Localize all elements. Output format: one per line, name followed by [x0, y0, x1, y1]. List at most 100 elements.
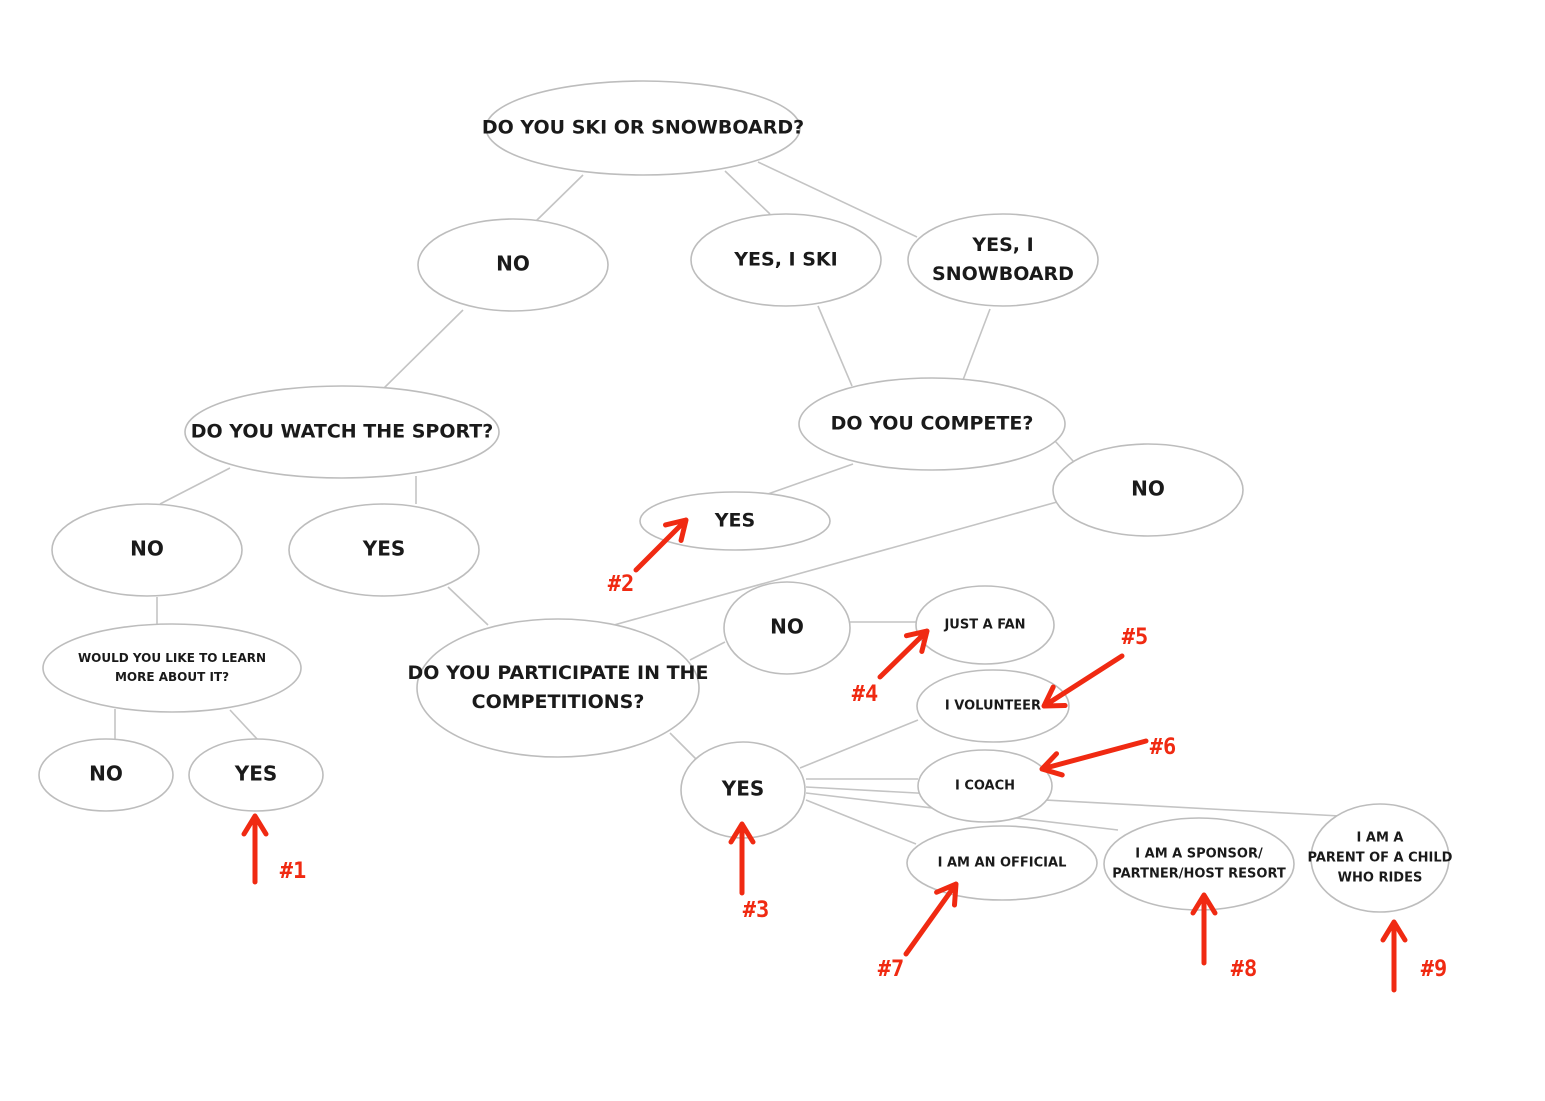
- connector-line-18: [669, 732, 698, 761]
- node-watch: DO YOU WATCH THE SPORT?: [184, 385, 500, 479]
- connector-line-10: [1054, 440, 1074, 462]
- marker-6-arrow: [1039, 738, 1149, 778]
- node-part-no-label-1: NO: [770, 615, 804, 639]
- node-coach-label-1: I COACH: [955, 779, 1015, 794]
- node-yes-ski-ellipse: [690, 213, 882, 307]
- node-root-ellipse: [485, 80, 801, 176]
- node-parent-label-2: PARENT OF A CHILD: [1308, 851, 1453, 866]
- marker-8-arrow: [1190, 892, 1218, 966]
- connector-line-15: [613, 501, 1058, 626]
- marker-8-label: #8: [1231, 957, 1258, 982]
- marker-1-arrow: [241, 813, 269, 885]
- marker-9-label: #9: [1421, 957, 1448, 982]
- node-yes-ski-label-1: YES, I SKI: [733, 249, 837, 271]
- node-compete-ellipse: [798, 377, 1066, 471]
- node-watch-no-label-1: NO: [130, 537, 164, 561]
- node-learn-no-label-1: NO: [89, 762, 123, 786]
- node-sponsor-ellipse: [1103, 817, 1295, 911]
- connector-line-6: [962, 308, 991, 381]
- node-part-yes-label-1: YES: [721, 777, 765, 801]
- node-official-label-1: I AM AN OFFICIAL: [938, 856, 1067, 871]
- marker-2-label: #2: [608, 572, 635, 597]
- node-compete-yes-ellipse: [639, 491, 831, 551]
- node-no1: NO: [417, 218, 609, 312]
- node-watch-yes-ellipse: [288, 503, 480, 597]
- node-participate-label-2: COMPETITIONS?: [472, 691, 645, 713]
- connector-line-19: [799, 719, 919, 769]
- connector-line-2: [724, 170, 771, 215]
- node-root-label-1: DO YOU SKI OR SNOWBOARD?: [482, 117, 804, 139]
- connector-line-1: [535, 174, 584, 222]
- marker-5-label: #5: [1122, 625, 1149, 650]
- node-coach: I COACH: [917, 749, 1053, 823]
- node-watch-yes: YES: [288, 503, 480, 597]
- connector-line-7: [159, 467, 231, 505]
- node-learn-yes: YES: [188, 738, 324, 812]
- decision-nodes: DO YOU SKI OR SNOWBOARD? NO YES, I SKI YES,…: [38, 80, 1453, 913]
- node-compete-yes: YES: [639, 491, 831, 551]
- node-learn-yes-ellipse: [188, 738, 324, 812]
- node-compete-no-label-1: NO: [1131, 477, 1165, 501]
- node-parent-ellipse: [1310, 803, 1450, 913]
- node-learn-yes-label-1: YES: [234, 762, 278, 786]
- connector-line-5: [817, 305, 853, 387]
- marker-3-arrow: [728, 821, 756, 896]
- node-learn-no-ellipse: [38, 738, 174, 812]
- node-parent-label-3: WHO RIDES: [1338, 871, 1423, 886]
- node-compete-no-ellipse: [1052, 443, 1244, 537]
- marker-7-label: #7: [878, 957, 905, 982]
- marker-4-arrow: [877, 628, 930, 680]
- node-participate-label-1: DO YOU PARTICIPATE IN THE: [408, 662, 709, 684]
- marker-4-label: #4: [852, 682, 879, 707]
- node-watch-no-ellipse: [51, 503, 243, 597]
- marker-5-arrow: [1041, 653, 1125, 709]
- connector-line-14: [447, 586, 489, 626]
- node-sponsor-label-2: PARTNER/HOST RESORT: [1112, 867, 1286, 882]
- node-watch-label-1: DO YOU WATCH THE SPORT?: [191, 421, 494, 443]
- annotation-markers: #1 #2 #3 #4 #5 #6 #7 #8 #9: [241, 517, 1448, 993]
- node-watch-no: NO: [51, 503, 243, 597]
- node-yes-snow-label-1: YES, I: [971, 234, 1033, 256]
- connector-line-13: [229, 709, 259, 741]
- node-coach-ellipse: [917, 749, 1053, 823]
- connector-line-16: [689, 641, 726, 661]
- node-official: I AM AN OFFICIAL: [906, 825, 1098, 901]
- node-volunteer: I VOLUNTEER: [916, 669, 1070, 743]
- node-learn-ellipse: [42, 623, 302, 713]
- marker-3-label: #3: [743, 898, 770, 923]
- node-sponsor-label-1: I AM A SPONSOR/: [1135, 846, 1263, 861]
- node-yes-snow: YES, I SNOWBOARD: [907, 213, 1099, 307]
- node-root: DO YOU SKI OR SNOWBOARD?: [482, 80, 804, 176]
- node-compete-yes-label-1: YES: [714, 510, 755, 532]
- node-compete-label-1: DO YOU COMPETE?: [831, 413, 1034, 435]
- node-yes-snow-ellipse: [907, 213, 1099, 307]
- node-no1-ellipse: [417, 218, 609, 312]
- connector-line-9: [764, 463, 854, 496]
- marker-6-label: #6: [1150, 735, 1177, 760]
- node-learn-no: NO: [38, 738, 174, 812]
- node-fan: JUST A FAN: [915, 585, 1055, 665]
- marker-1-label: #1: [280, 859, 307, 884]
- node-part-no-ellipse: [723, 581, 851, 675]
- node-official-ellipse: [906, 825, 1098, 901]
- node-watch-ellipse: [184, 385, 500, 479]
- marker-7-arrow: [903, 881, 959, 957]
- node-volunteer-ellipse: [916, 669, 1070, 743]
- node-sponsor: I AM A SPONSOR/PARTNER/HOST RESORT: [1103, 817, 1295, 911]
- node-yes-snow-label-2: SNOWBOARD: [932, 263, 1074, 285]
- node-learn-label-2: MORE ABOUT IT?: [115, 670, 229, 684]
- marker-2-arrow: [633, 517, 689, 573]
- connector-line-21: [805, 786, 1341, 817]
- node-fan-label-1: JUST A FAN: [943, 618, 1025, 633]
- connector-line-3: [757, 161, 918, 238]
- node-no1-label-1: NO: [496, 252, 530, 276]
- connector-line-23: [805, 799, 917, 845]
- node-participate-ellipse: [416, 618, 700, 758]
- node-participate: DO YOU PARTICIPATE IN THE COMPETITIONS?: [408, 618, 709, 758]
- node-volunteer-label-1: I VOLUNTEER: [945, 699, 1041, 714]
- marker-9-arrow: [1380, 919, 1408, 993]
- node-compete: DO YOU COMPETE?: [798, 377, 1066, 471]
